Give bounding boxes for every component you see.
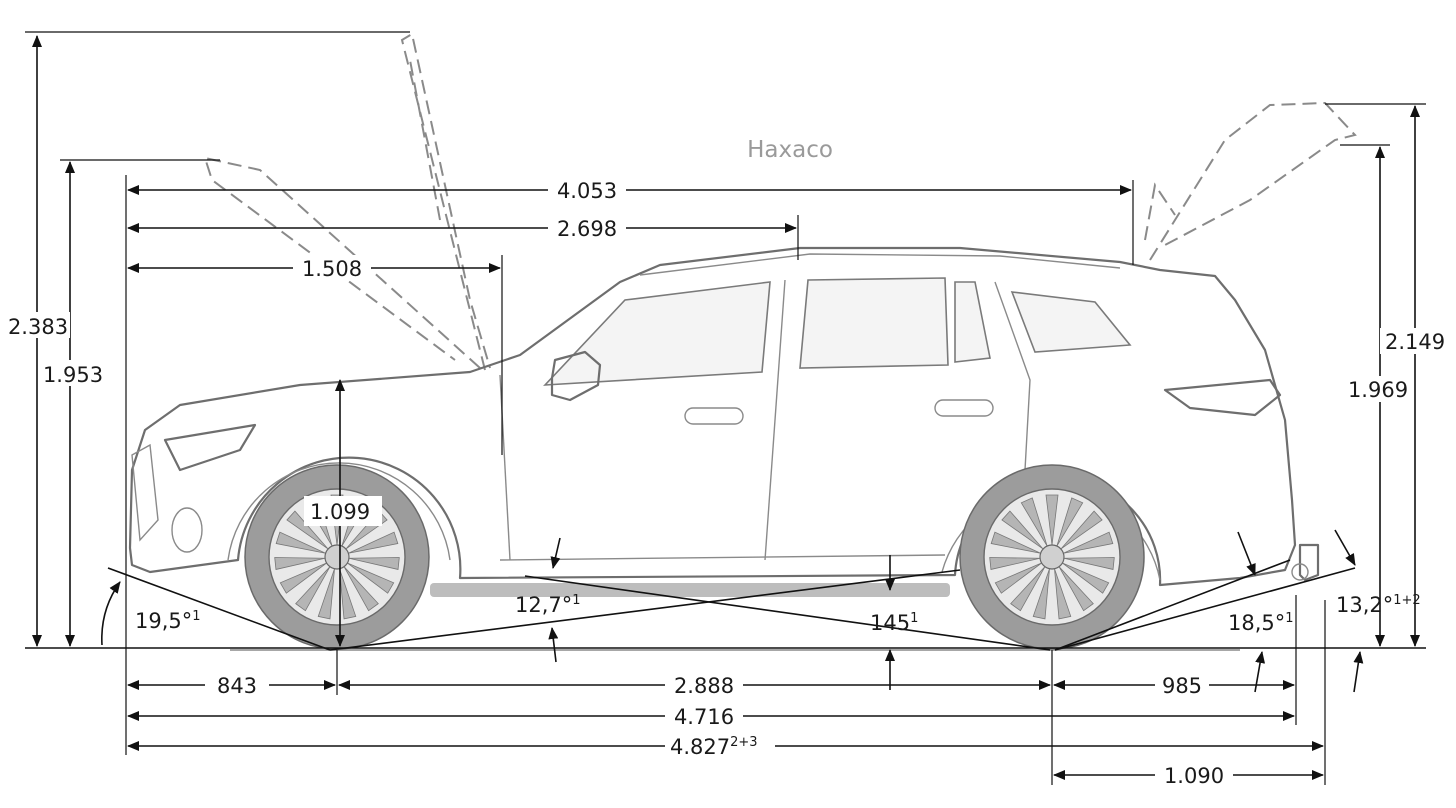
dim-length-tailgate: 4.053 [557,179,617,203]
dim-tailgate-open-height: 2.149 [1385,330,1445,354]
dim-departure-angle-hitch: 13,2°1+2 [1336,593,1421,617]
tail-light [1163,378,1282,417]
dim-wheelbase: 2.888 [674,674,734,698]
dim-overall-length-hitch: 4.8272+3 [670,735,758,759]
dim-rear-overhang-hitch: 1.090 [1164,764,1224,788]
dim-breakover-angle: 12,7°1 [515,593,581,617]
dim-length-apillar: 1.508 [302,257,362,281]
dim-front-height: 1.099 [310,500,370,524]
headlight [163,423,257,472]
dim-departure-angle: 18,5°1 [1228,611,1294,635]
tow-hitch [1298,543,1320,582]
side-mirror [550,350,602,402]
dim-height-hood-open: 2.383 [8,315,68,339]
dim-length-bpillar: 2.698 [557,217,617,241]
front-wheel [244,464,430,650]
dimension-lines [25,31,1426,785]
rear-wheel [959,464,1145,650]
dim-front-overhang: 843 [217,674,257,698]
rear-window [799,277,949,369]
front-window [543,281,771,386]
dim-height-bonnet: 1.953 [43,363,103,387]
dim-approach-angle: 19,5°1 [135,609,201,633]
dim-rear-height: 1.969 [1348,378,1408,402]
quarter-window [954,281,991,363]
dim-rear-overhang: 985 [1162,674,1202,698]
bonnet-outline [203,156,481,369]
open-tailgate [1149,101,1357,261]
dim-overall-length: 4.716 [674,705,734,729]
dimension-labels: Haxaco 2.383 1.953 4.053 2.698 1.508 1.0… [0,137,1456,788]
dim-ground-clearance: 1451 [870,611,918,635]
vehicle-outline [128,32,1357,650]
watermark: Haxaco [747,137,833,163]
rear-quarter-glass [1010,291,1132,353]
